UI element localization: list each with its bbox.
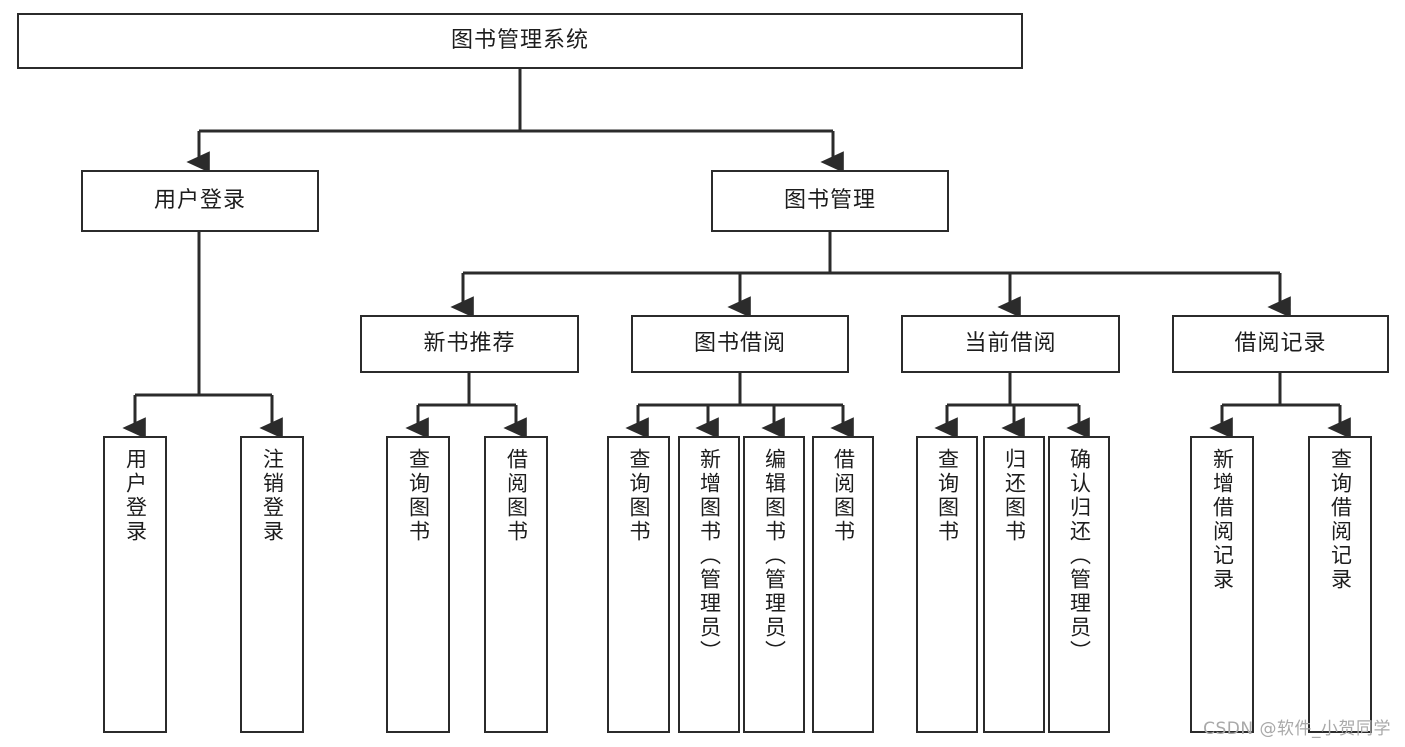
node-borrow-record-label: 借阅记录 <box>1234 331 1327 357</box>
leaf-add-borrow-record-label: 新增借阅记录 <box>1210 448 1235 592</box>
node-root-label: 图书管理系统 <box>450 28 589 54</box>
node-current-borrow[interactable]: 当前借阅 <box>901 315 1120 373</box>
leaf-lend-book[interactable]: 借阅图书 <box>812 436 874 733</box>
leaf-logout[interactable]: 注销登录 <box>240 436 304 733</box>
leaf-add-book-admin[interactable]: 新增图书（管理员） <box>678 436 740 733</box>
leaf-edit-book-admin-label: 编辑图书（管理员） <box>762 448 787 664</box>
leaf-query-book-borrow-label: 查询图书 <box>627 448 652 544</box>
watermark-text: CSDN @软件_小贺同学 <box>1203 719 1391 739</box>
node-book-management-label: 图书管理 <box>783 188 876 214</box>
leaf-query-book-newbook[interactable]: 查询图书 <box>386 436 450 733</box>
leaf-borrow-book-newbook-label: 借阅图书 <box>504 448 529 544</box>
leaf-query-borrow-record-label: 查询借阅记录 <box>1328 448 1353 592</box>
leaf-query-book-current[interactable]: 查询图书 <box>916 436 978 733</box>
leaf-logout-label: 注销登录 <box>260 448 285 544</box>
leaf-confirm-return-admin[interactable]: 确认归还（管理员） <box>1048 436 1110 733</box>
leaf-borrow-book-newbook[interactable]: 借阅图书 <box>484 436 548 733</box>
leaf-add-book-admin-label: 新增图书（管理员） <box>697 448 722 664</box>
leaf-add-borrow-record[interactable]: 新增借阅记录 <box>1190 436 1254 733</box>
node-new-book-recommend[interactable]: 新书推荐 <box>360 315 579 373</box>
node-book-management[interactable]: 图书管理 <box>711 170 949 232</box>
leaf-user-login[interactable]: 用户登录 <box>103 436 167 733</box>
node-user-login[interactable]: 用户登录 <box>81 170 319 232</box>
leaf-query-book-borrow[interactable]: 查询图书 <box>607 436 670 733</box>
leaf-query-book-newbook-label: 查询图书 <box>406 448 431 544</box>
leaf-query-book-current-label: 查询图书 <box>935 448 960 544</box>
node-root[interactable]: 图书管理系统 <box>17 13 1023 69</box>
leaf-return-book-label: 归还图书 <box>1002 448 1027 544</box>
node-current-borrow-label: 当前借阅 <box>964 331 1057 357</box>
leaf-return-book[interactable]: 归还图书 <box>983 436 1045 733</box>
node-book-borrow-label: 图书借阅 <box>693 331 786 357</box>
leaf-lend-book-label: 借阅图书 <box>831 448 856 544</box>
leaf-edit-book-admin[interactable]: 编辑图书（管理员） <box>743 436 805 733</box>
node-book-borrow[interactable]: 图书借阅 <box>631 315 849 373</box>
node-user-login-label: 用户登录 <box>153 188 246 214</box>
leaf-confirm-return-admin-label: 确认归还（管理员） <box>1067 448 1092 664</box>
node-borrow-record[interactable]: 借阅记录 <box>1172 315 1389 373</box>
node-new-book-recommend-label: 新书推荐 <box>423 331 516 357</box>
leaf-query-borrow-record[interactable]: 查询借阅记录 <box>1308 436 1372 733</box>
leaf-user-login-label: 用户登录 <box>123 448 148 544</box>
